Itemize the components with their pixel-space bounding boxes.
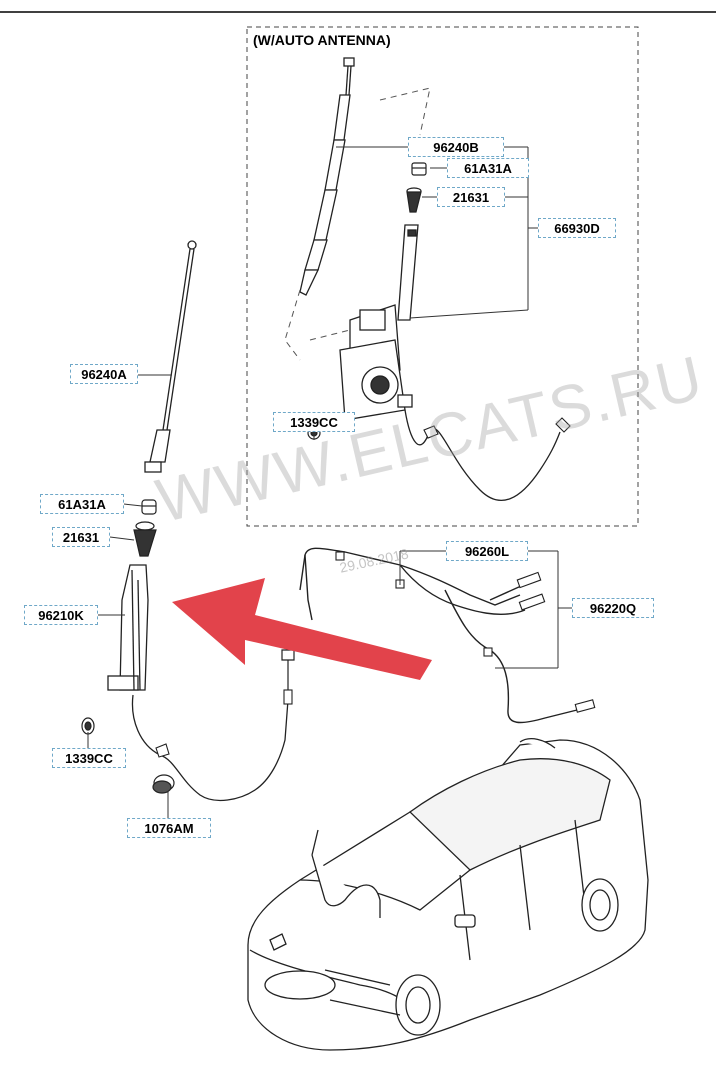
car-illustration [247, 738, 649, 1051]
part-label-96240a[interactable]: 96240A [70, 364, 138, 384]
part-label-61a31a-auto[interactable]: 61A31A [447, 158, 529, 178]
part-label-61a31a[interactable]: 61A31A [40, 494, 124, 514]
part-label-66930d[interactable]: 66930D [538, 218, 616, 238]
auto-bezel-21631 [406, 187, 422, 213]
part-label-21631-auto[interactable]: 21631 [437, 187, 505, 207]
manual-antenna-base [107, 564, 149, 691]
part-label-96240b[interactable]: 96240B [408, 137, 504, 157]
manual-cable [131, 694, 289, 802]
manual-nut-61a31a [141, 499, 157, 515]
red-arrow [172, 578, 432, 680]
part-label-96210k[interactable]: 96210K [24, 605, 98, 625]
part-label-1339cc[interactable]: 1339CC [52, 748, 126, 768]
manual-bezel-21631 [133, 521, 157, 557]
auto-antenna-box [246, 26, 639, 527]
part-label-1076am[interactable]: 1076AM [127, 818, 211, 838]
manual-antenna-mast [144, 240, 197, 473]
auto-antenna-mast [299, 57, 355, 296]
auto-nut-61a31a [411, 162, 427, 176]
part-label-1339cc-auto[interactable]: 1339CC [273, 412, 355, 432]
part-label-21631[interactable]: 21631 [52, 527, 110, 547]
manual-nut-1339cc [81, 717, 95, 735]
section-title: (W/AUTO ANTENNA) [253, 32, 391, 48]
leader-lines [87, 146, 572, 818]
part-label-96220q[interactable]: 96220Q [572, 598, 654, 618]
auto-cable [404, 409, 561, 501]
part-label-96260l[interactable]: 96260L [446, 541, 528, 561]
auto-antenna-motor [339, 224, 419, 421]
grommet-1076am [152, 774, 175, 794]
